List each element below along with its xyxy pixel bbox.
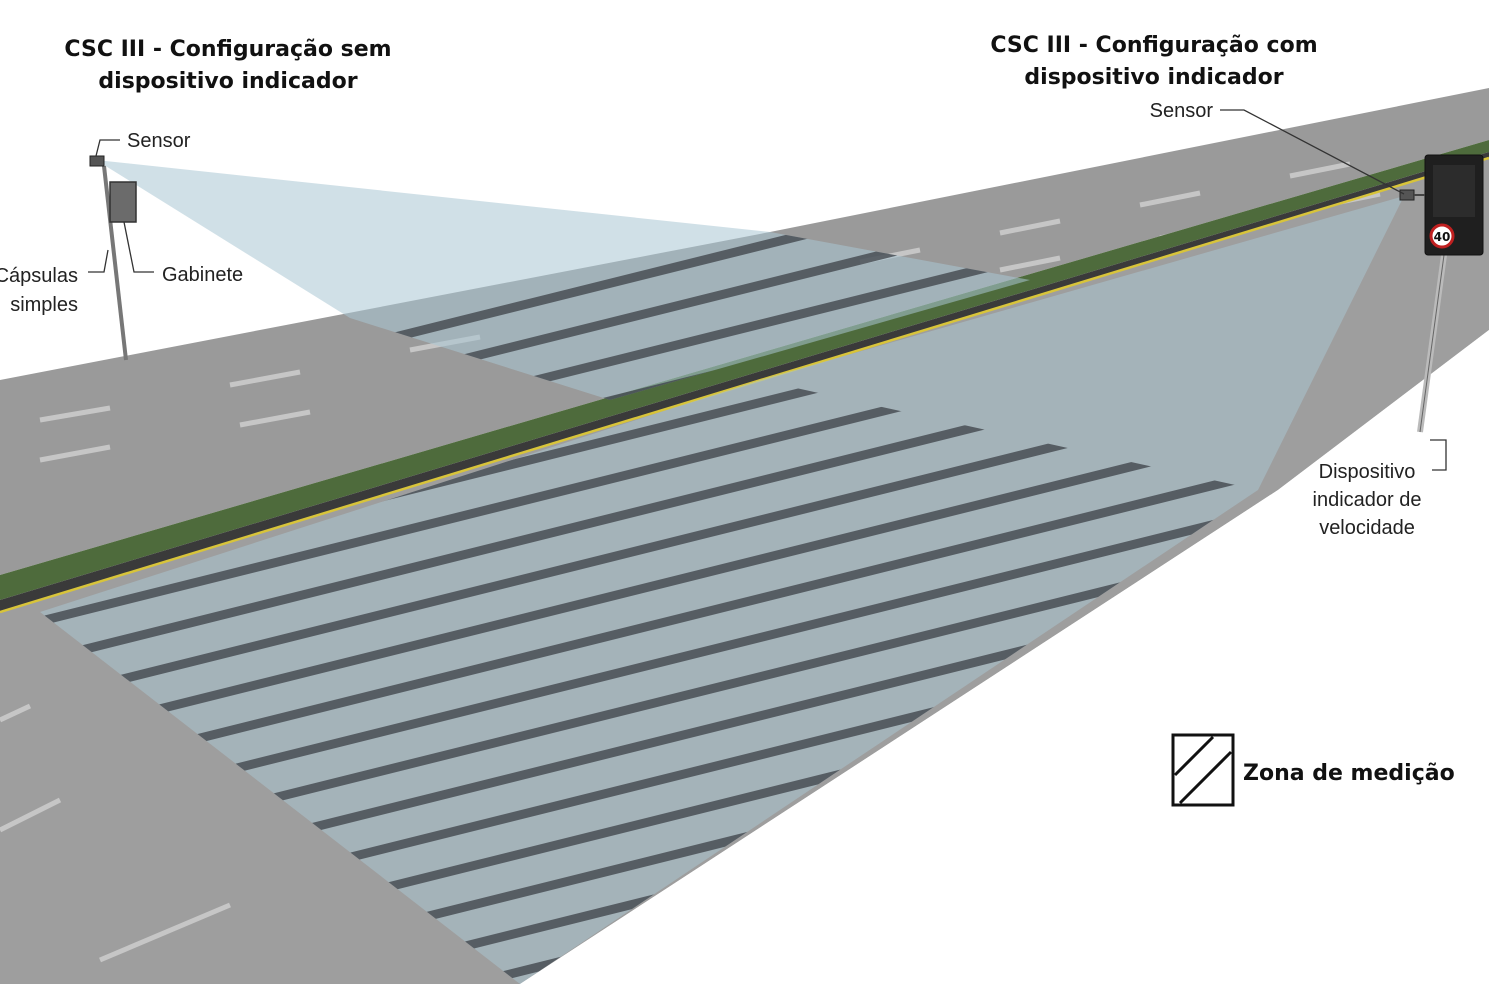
hatched-square-icon (1171, 733, 1235, 807)
left-sensor-beam (96, 160, 1030, 400)
left-sensor-label: Sensor (127, 130, 191, 152)
right-sensor-label: Sensor (1150, 100, 1214, 122)
median-curb (0, 152, 1489, 612)
right-annotations: CSC III - Configuração com dispositivo i… (990, 33, 1447, 539)
right-title-line1: CSC III - Configuração com (990, 33, 1317, 58)
right-sensor-head (1399, 189, 1415, 201)
speed-limit-sign-icon (1429, 223, 1455, 249)
right-title-line2: dispositivo indicador (1024, 65, 1283, 90)
right-pole-assembly: 40 (1399, 154, 1484, 433)
left-pole-assembly (89, 155, 137, 361)
capsules-label-line1: Cápsulas (0, 265, 78, 287)
cabinet-box (109, 181, 137, 223)
speed-sign-value: 40 (1434, 230, 1451, 244)
cabinet-label: Gabinete (162, 264, 243, 286)
left-measurement-zone (350, 232, 1030, 400)
device-label-line3: velocidade (1319, 517, 1415, 539)
right-measurement-zone (40, 380, 1258, 984)
left-pole (102, 165, 128, 361)
device-label-line2: indicador de (1313, 489, 1422, 511)
median-grass (0, 140, 1489, 600)
legend: Zona de medição (1171, 733, 1455, 807)
side-slope (520, 330, 1489, 984)
right-sensor-beam (40, 196, 1404, 984)
left-title-line2: dispositivo indicador (98, 69, 357, 94)
sensor-head (89, 155, 105, 167)
left-title-line1: CSC III - Configuração sem (64, 37, 391, 62)
capsules-label-line2: simples (10, 294, 78, 316)
legend-label: Zona de medição (1243, 761, 1455, 786)
device-label-line1: Dispositivo (1319, 461, 1416, 483)
left-annotations: CSC III - Configuração sem dispositivo i… (0, 37, 392, 316)
